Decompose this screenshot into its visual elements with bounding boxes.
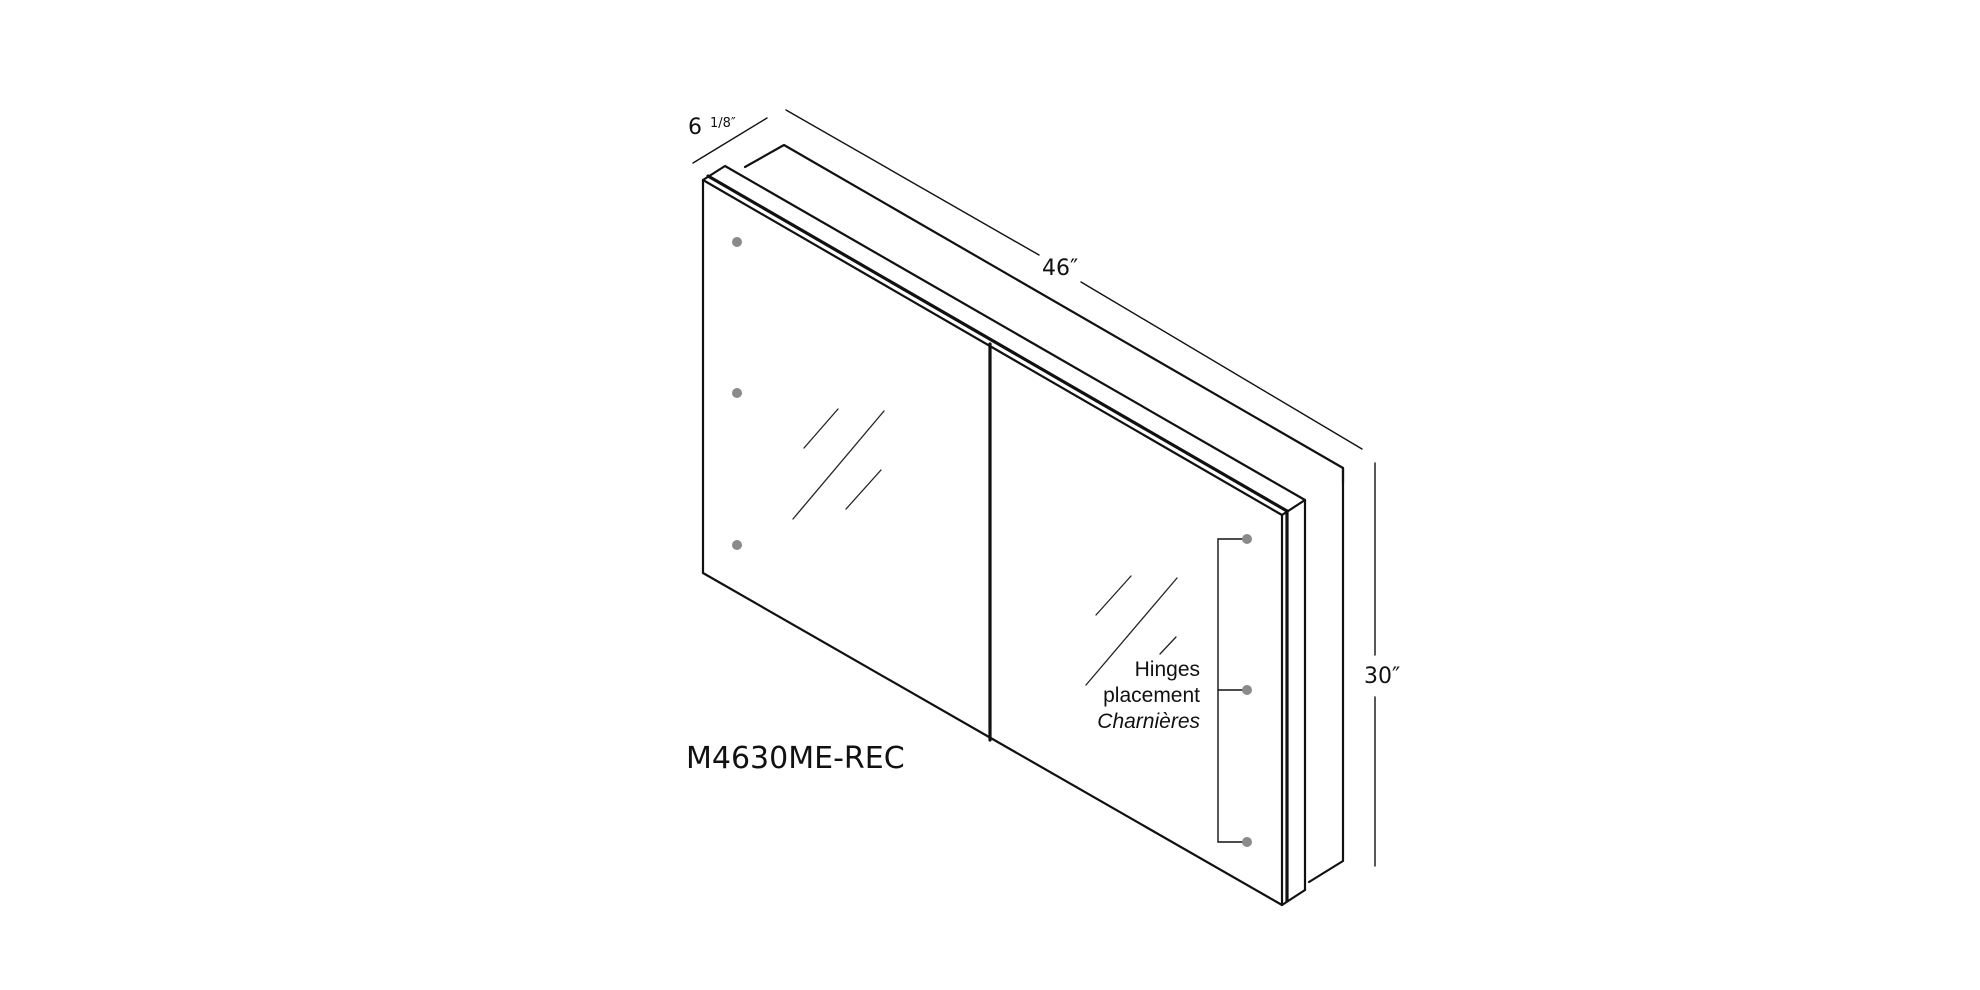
width-dimension-line-b [1080,281,1363,450]
hinge-dot [1242,534,1252,544]
hinges-label: Hinges placement Charnières [1097,658,1200,733]
width-dimension-line-a [785,109,1040,256]
door-front-face [701,178,1284,907]
door-top-inner-edge [706,174,1289,513]
left-hinge-dots [732,237,742,550]
hinge-dot [1242,685,1252,695]
height-value: 30″ [1364,664,1400,689]
door-panel [701,164,1307,907]
hinge-dot [732,540,742,550]
width-dimension: 46″ [785,109,1363,450]
depth-dimension-line [692,117,768,164]
depth-dimension: 6 1/8″ [688,115,768,164]
height-dimension: 30″ [1364,462,1400,867]
model-number: M4630ME-REC [686,741,905,776]
hinge-dot [732,388,742,398]
body-top-edge [743,143,1345,485]
door-top-thickness [701,164,1307,517]
glass-reflection-left [792,408,885,520]
glass-reflection-right [1085,575,1178,686]
hinge-dot [732,237,742,247]
depth-fraction: 1/8″ [710,116,736,131]
cabinet-body [743,143,1345,884]
hinge-placement-bracket [1217,534,1252,847]
hinges-label-line1: Hinges [1135,658,1200,681]
hinges-label-line2: placement [1103,684,1200,707]
width-value: 46″ [1042,256,1078,281]
body-right-edge [1307,466,1345,884]
hinge-dot [1242,837,1252,847]
hinges-label-fr: Charnières [1097,710,1200,733]
door-bottom-thickness [1280,888,1307,907]
depth-value: 6 [688,115,702,140]
